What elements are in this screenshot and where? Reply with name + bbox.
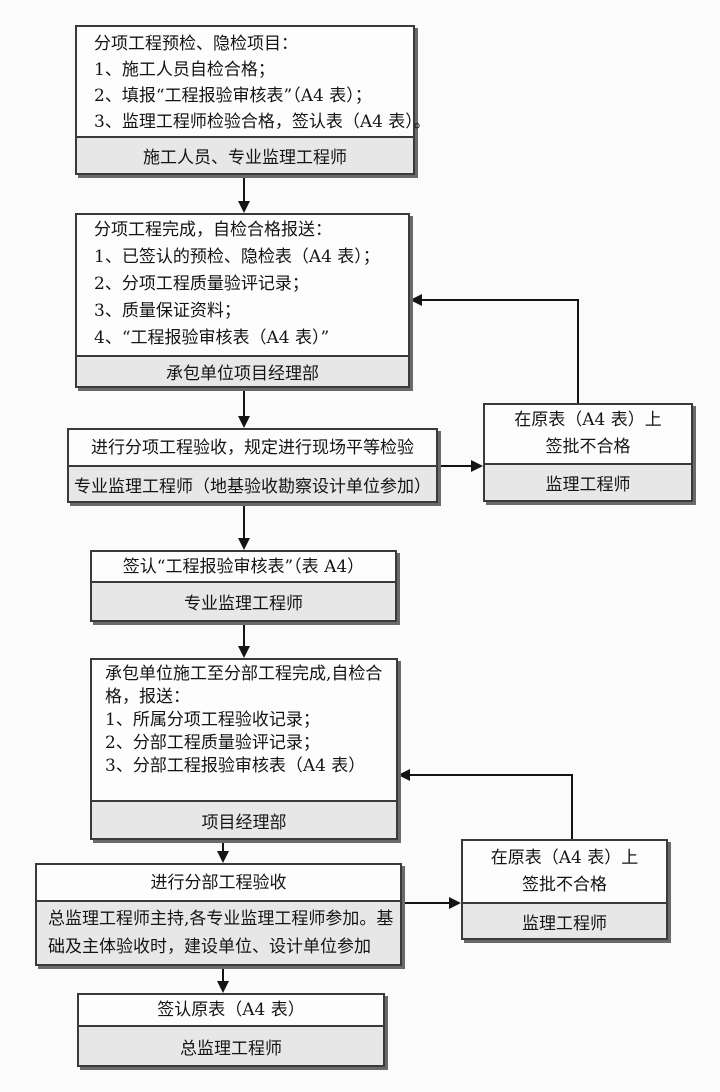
node-body: 承包单位施工至分部工程完成,自检合 格，报送： 1、所属分项工程验收记录； 2、… [92,660,396,800]
node-responsible-party: 监理工程师 [485,463,691,500]
node-subitem-acceptance: 进行分项工程验收，规定进行现场平等检验 专业监理工程师（地基验收勘察设计单位参加… [67,428,438,503]
node-responsible-party: 监理工程师 [463,902,666,938]
node-text-line: 在原表（A4 表）上 [514,410,662,430]
node-text-line: 签批不合格 [522,874,607,895]
node-title: 签认原表（A4 表） [157,1000,305,1020]
node-subdivision-acceptance: 进行分部工程验收 总监理工程师主持,各专业监理工程师参加。基 础及主体验收时，建… [35,863,402,966]
node-title: 签认“工程报验审核表”（表 A4） [122,556,365,577]
node-pre-inspection-items: 分项工程预检、隐检项目： 1、施工人员自检合格； 2、填报“工程报验审核表”（A… [75,25,431,175]
node-responsible-party: 专业监理工程师（地基验收勘察设计单位参加） [69,465,436,501]
node-body: 签认“工程报验审核表”（表 A4） [92,552,395,581]
node-text-line: 1、已签认的预检、隐检表（A4 表）； [94,247,380,267]
footer-text-line: 总监理工程师主持,各专业监理工程师参加。基 [48,909,394,929]
node-responsible-party: 项目经理部 [92,800,396,838]
footer-label: 总监理工程师 [180,1038,282,1059]
edge-box4-to-box5 [238,622,250,658]
node-body: 分项工程预检、隐检项目： 1、施工人员自检合格； 2、填报“工程报验审核表”（A… [77,27,431,136]
node-text-line: 1、所属分项工程验收记录； [105,710,320,730]
node-text-line: 2、分项工程质量验评记录； [94,274,309,294]
node-text-line: 在原表（A4 表）上 [490,847,639,868]
edge-box2-to-box3 [238,388,250,428]
footer-label: 承包单位项目经理部 [166,364,319,384]
edge-box6-to-box7 [217,966,229,993]
node-responsible-party: 施工人员、专业监理工程师 [77,136,413,173]
node-body: 进行分部工程验收 [37,865,400,900]
node-body: 在原表（A4 表）上 签批不合格 [463,841,666,902]
edge-box3-to-reject1 [438,460,483,472]
node-text-line: 4、“工程报验审核表（A4 表）” [94,328,330,348]
node-text-line: 3、分部工程报验审核表（A4 表） [105,756,366,776]
node-subitem-completed-submit: 分项工程完成，自检合格报送： 1、已签认的预检、隐检表（A4 表）； 2、分项工… [75,213,410,388]
node-sign-original-form: 签认原表（A4 表） 总监理工程师 [77,993,385,1067]
node-body: 分项工程完成，自检合格报送： 1、已签认的预检、隐检表（A4 表）； 2、分项工… [77,215,408,355]
node-responsible-party: 总监理工程师主持,各专业监理工程师参加。基 础及主体验收时，建设单位、设计单位参… [37,900,400,964]
footer-label: 项目经理部 [201,812,287,833]
edge-box5-to-box6 [217,840,229,863]
edge-box6-to-reject2 [402,897,461,909]
node-text-line: 2、分部工程质量验评记录； [105,733,320,753]
footer-label: 施工人员、专业监理工程师 [143,148,347,168]
node-body: 在原表（A4 表）上 签批不合格 [485,405,691,463]
node-text-line: 格，报送： [105,687,190,707]
node-responsible-party: 专业监理工程师 [92,581,395,620]
node-text-line: 3、质量保证资料； [94,301,241,321]
node-text-line: 3、监理工程师检验合格，签认表（A4 表）。 [94,112,431,132]
footer-label: 监理工程师 [545,475,631,495]
node-text-line: 承包单位施工至分部工程完成,自检合 [105,664,383,684]
node-text-line: 1、施工人员自检合格； [94,60,275,80]
footer-label: 专业监理工程师 [184,594,303,614]
node-text-line: 分项工程预检、隐检项目： [94,34,298,54]
node-reject-subitem: 在原表（A4 表）上 签批不合格 监理工程师 [483,403,693,502]
edge-reject1-to-box2 [410,294,579,403]
node-body: 签认原表（A4 表） [79,995,383,1025]
node-text-line: 签批不合格 [545,437,631,457]
footer-label: 监理工程师 [522,913,607,934]
node-responsible-party: 总监理工程师 [79,1025,383,1065]
node-responsible-party: 承包单位项目经理部 [77,355,408,386]
node-text-line: 分项工程完成，自检合格报送： [94,220,332,240]
edge-reject2-to-box5 [398,769,573,839]
node-title: 进行分部工程验收 [150,872,287,893]
node-body: 进行分项工程验收，规定进行现场平等检验 [69,430,436,465]
edge-box3-to-box4 [238,503,250,550]
node-subdivision-completed-submit: 承包单位施工至分部工程完成,自检合 格，报送： 1、所属分项工程验收记录； 2、… [90,658,398,840]
node-sign-review-form: 签认“工程报验审核表”（表 A4） 专业监理工程师 [90,550,397,622]
footer-label: 专业监理工程师（地基验收勘察设计单位参加） [74,476,431,497]
footer-text-line: 础及主体验收时，建设单位、设计单位参加 [48,937,371,957]
edge-box1-to-box2 [238,175,250,213]
node-reject-subdivision: 在原表（A4 表）上 签批不合格 监理工程师 [461,839,668,940]
node-title: 进行分项工程验收，规定进行现场平等检验 [91,437,414,458]
node-text-line: 2、填报“工程报验审核表”（A4 表）； [94,86,372,106]
